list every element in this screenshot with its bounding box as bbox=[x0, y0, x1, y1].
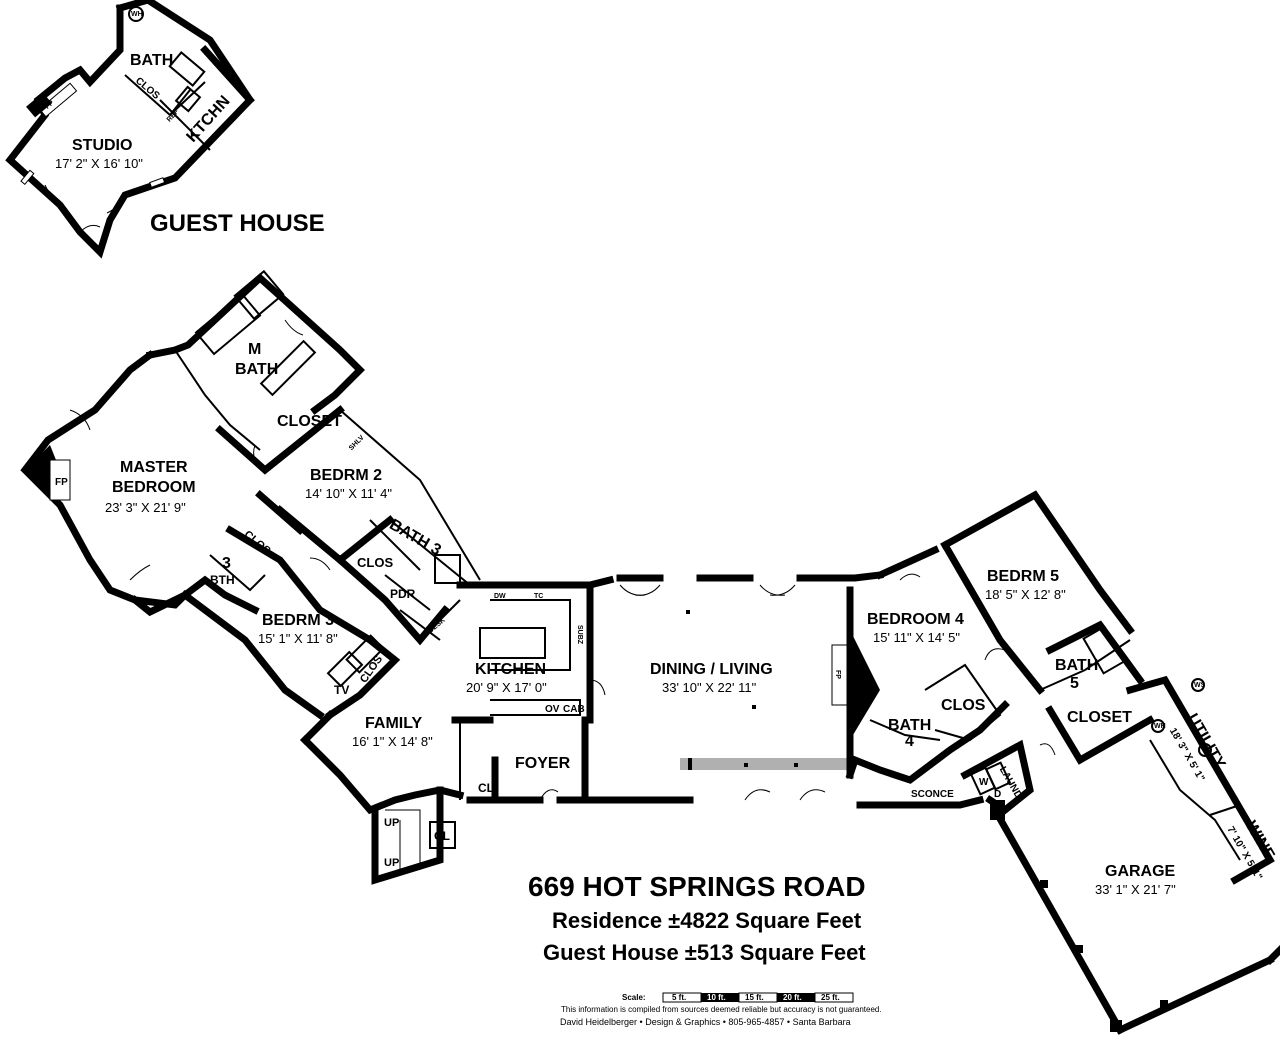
closet-b5-label: CLOSET bbox=[1067, 709, 1132, 726]
guest-house: WH BATH CLOS KTCHN REF FP STUDIO 17' 2" … bbox=[5, 0, 325, 259]
studio-dim: 17' 2" X 16' 10" bbox=[55, 156, 143, 171]
bedrm5-dim: 18' 5" X 12' 8" bbox=[985, 587, 1066, 602]
kitchen-label: KITCHEN bbox=[475, 661, 546, 678]
scale-step-label-3: 15 ft. bbox=[745, 993, 764, 1002]
kitchen-dim: 20' 9" X 17' 0" bbox=[466, 680, 547, 695]
dw-label: DW bbox=[494, 593, 506, 600]
dining-living-dim: 33' 10" X 22' 11" bbox=[662, 680, 757, 695]
gh-kitchen-label: KTCHN bbox=[183, 93, 233, 146]
tv-label: TV bbox=[334, 683, 349, 697]
scale-step-label-1: 5 ft. bbox=[672, 993, 686, 1002]
gh-ref-label: REF bbox=[166, 108, 181, 124]
bath3-label: BATH 3 bbox=[386, 516, 444, 559]
bedrm2-dim: 14' 10" X 11' 4" bbox=[305, 486, 392, 501]
wh-label: WH bbox=[1154, 723, 1166, 730]
master-bedroom-label-1: MASTER bbox=[120, 459, 188, 476]
up1-label: UP bbox=[384, 817, 399, 829]
bedrm5-label: BEDRM 5 bbox=[987, 568, 1059, 585]
up2-label: UP bbox=[384, 857, 399, 869]
family-label: FAMILY bbox=[365, 715, 423, 732]
scale-label: Scale: bbox=[622, 993, 646, 1002]
room-labels: M BATH CLOSET MASTER BEDROOM 23' 3" X 21… bbox=[55, 341, 1278, 897]
bedrm3-dim: 15' 1" X 11' 8" bbox=[258, 631, 338, 646]
title-block: 669 HOT SPRINGS ROAD Residence ±4822 Squ… bbox=[528, 871, 882, 1027]
foyer-label: FOYER bbox=[515, 755, 571, 772]
dining-living-label: DINING / LIVING bbox=[650, 661, 773, 678]
clos-b4-label: CLOS bbox=[941, 697, 986, 714]
water-softener-icon bbox=[1191, 678, 1205, 692]
bth3-label-1: 3 bbox=[222, 555, 231, 572]
cl2-label: CL bbox=[434, 829, 450, 843]
d-label: D bbox=[994, 789, 1001, 800]
water-softener-icon bbox=[1198, 743, 1212, 757]
living-fp-label: FP bbox=[834, 670, 841, 679]
master-hearth bbox=[49, 459, 71, 501]
clos-b2-label: CLOS bbox=[357, 555, 393, 570]
bath4-label-1: BATH bbox=[888, 717, 931, 734]
master-closet-label: CLOSET bbox=[277, 413, 342, 430]
ov-label: OV bbox=[545, 704, 560, 715]
master-bedroom-label-2: BEDROOM bbox=[112, 479, 196, 496]
scale-step-label-5: 25 ft. bbox=[821, 993, 840, 1002]
bath4-label-2: 4 bbox=[905, 733, 914, 750]
shlv-label: SHLV bbox=[348, 434, 366, 452]
garage-dim: 33' 1" X 21' 7" bbox=[1095, 882, 1176, 897]
bedroom4-dim: 15' 11" X 14' 5" bbox=[873, 630, 960, 645]
scale-step-label-4: 20 ft. bbox=[783, 993, 802, 1002]
sconce-label: SCONCE bbox=[911, 789, 954, 800]
bath5-label-1: BATH bbox=[1055, 657, 1098, 674]
gh-clos-label: CLOS bbox=[133, 76, 162, 102]
credit-line: David Heidelberger • Design & Graphics •… bbox=[560, 1017, 851, 1027]
m-bath-label-1: M bbox=[248, 341, 261, 358]
bedrm2-label: BEDRM 2 bbox=[310, 467, 382, 484]
studio-label: STUDIO bbox=[72, 137, 132, 154]
gh-bath-label: BATH bbox=[130, 52, 173, 69]
scale-step-4 bbox=[777, 993, 815, 1002]
cab-label: CAB bbox=[563, 704, 585, 715]
ws-label: WS bbox=[1194, 682, 1206, 689]
scale-step-5 bbox=[814, 992, 854, 1003]
bth3-label-2: BTH bbox=[210, 573, 235, 587]
bath5-label-2: 5 bbox=[1070, 675, 1079, 692]
bedroom4-label: BEDROOM 4 bbox=[867, 611, 964, 628]
residence-area: Residence ±4822 Square Feet bbox=[552, 908, 862, 933]
residence-walls bbox=[20, 269, 1280, 1035]
master-fp-label: FP bbox=[55, 477, 68, 488]
gh-fp-label: FP bbox=[44, 99, 56, 110]
master-bedroom-dim: 23' 3" X 21' 9" bbox=[105, 500, 186, 515]
subz-label: SUBZ bbox=[576, 625, 583, 645]
bedrm3-label: BEDRM 3 bbox=[262, 612, 334, 629]
garage-label: GARAGE bbox=[1105, 863, 1176, 880]
scale-step-label-2: 10 ft. bbox=[707, 993, 726, 1002]
water-heater-icon bbox=[1151, 719, 1165, 733]
w-label: W bbox=[979, 777, 989, 788]
guest-house-area: Guest House ±513 Square Feet bbox=[543, 940, 866, 965]
water-heater-icon bbox=[128, 6, 144, 22]
guest-house-title: GUEST HOUSE bbox=[150, 210, 325, 237]
wh-label: WH bbox=[131, 11, 143, 18]
disclaimer: This information is compiled from source… bbox=[561, 1005, 882, 1014]
m-bath-label-2: BATH bbox=[235, 361, 278, 378]
tc-label: TC bbox=[534, 593, 543, 600]
family-dim: 16' 1" X 14' 8" bbox=[352, 734, 433, 749]
pdr-label: PDR bbox=[390, 587, 416, 601]
scale-step-2 bbox=[701, 993, 739, 1002]
cl1-label: CL bbox=[478, 781, 494, 795]
address-title: 669 HOT SPRINGS ROAD bbox=[528, 871, 866, 902]
